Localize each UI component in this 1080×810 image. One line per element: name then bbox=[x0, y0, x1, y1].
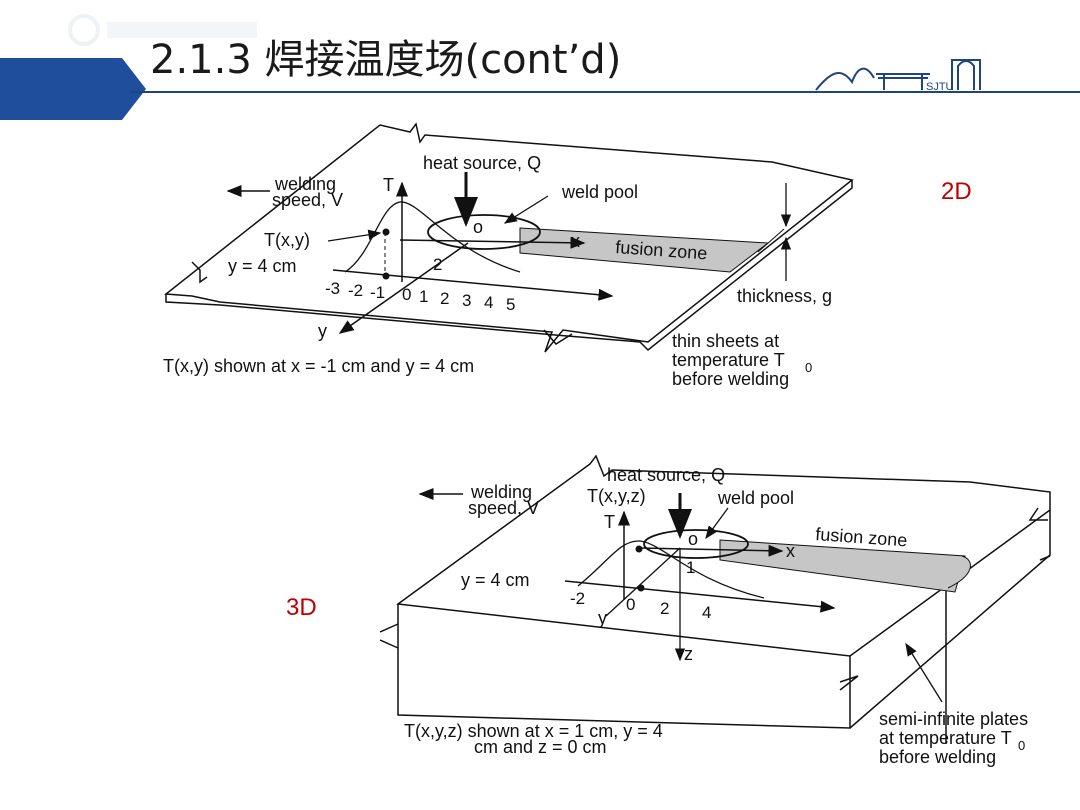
thin-sheets-line2: temperature T bbox=[672, 350, 785, 370]
caption-3d-line2: cm and z = 0 cm bbox=[474, 737, 607, 757]
welding-speed-3d-line1: welding bbox=[470, 482, 532, 502]
t-axis-label-3d: T bbox=[604, 512, 615, 532]
diagram-3d: welding speed, V heat source, Q T(x,y,z)… bbox=[379, 454, 1051, 767]
label-2d: 2D bbox=[941, 178, 972, 205]
thickness-label: thickness, g bbox=[737, 286, 832, 306]
tick-label-2d: -3 bbox=[325, 279, 340, 298]
subscript-0-2d: 0 bbox=[805, 360, 812, 375]
tick-label-2d: 3 bbox=[462, 291, 471, 310]
tick-label-2d: 1 bbox=[419, 287, 428, 306]
y-axis-label-2d: y bbox=[318, 321, 327, 341]
tick-label-2d: -1 bbox=[370, 283, 385, 302]
semi-infinite-line1: semi-infinite plates bbox=[879, 709, 1028, 729]
txyz-label: T(x,y,z) bbox=[587, 486, 646, 506]
semi-infinite-line3: before welding bbox=[879, 747, 996, 767]
point-y4 bbox=[382, 272, 390, 280]
origin-label-2d: o bbox=[473, 217, 483, 237]
title-accent-tab bbox=[0, 58, 146, 120]
weld-pool-label-3d: weld pool bbox=[717, 488, 794, 508]
tick-label-2d: 0 bbox=[402, 285, 411, 304]
welding-speed-2d-line2: speed, V bbox=[272, 190, 343, 210]
university-gate-logo: SJTU bbox=[815, 59, 981, 92]
subscript-0-3d: 0 bbox=[1018, 738, 1025, 753]
welding-speed-2d-line1: welding bbox=[274, 174, 336, 194]
temperature-curve-2d bbox=[344, 201, 521, 273]
y-equals-4cm-label-3d: y = 4 cm bbox=[461, 570, 530, 590]
caption-2d: T(x,y) shown at x = -1 cm and y = 4 cm bbox=[163, 356, 474, 376]
weld-pool-label-2d: weld pool bbox=[561, 182, 638, 202]
faint-logo-watermark bbox=[68, 14, 257, 46]
x-axis-label-3d: x bbox=[786, 541, 795, 561]
tick-label-2d: 2 bbox=[440, 289, 449, 308]
temperature-curve-3d bbox=[577, 540, 765, 599]
title-underline bbox=[130, 91, 1080, 93]
origin-label-3d: o bbox=[688, 529, 698, 549]
heat-source-label-3d: heat source, Q bbox=[607, 465, 725, 485]
tick-label-3d: 4 bbox=[702, 603, 711, 622]
t-axis-label-2d: T bbox=[383, 175, 394, 195]
block-3d bbox=[379, 454, 1051, 744]
fusion-zone-3d bbox=[719, 539, 966, 593]
logo-text: SJTU bbox=[926, 81, 954, 92]
z-axis-label-3d: z bbox=[684, 644, 693, 664]
welding-speed-3d-line2: speed, V bbox=[468, 498, 539, 518]
tick-label-3d: 2 bbox=[660, 599, 669, 618]
point-txyz bbox=[635, 545, 643, 553]
thin-sheets-line1: thin sheets at bbox=[672, 331, 779, 351]
plate-2d bbox=[164, 122, 854, 353]
x-axis-label-2d: x bbox=[571, 231, 580, 251]
tick-1-vertical-3d: 1 bbox=[686, 558, 695, 577]
tick-label-3d: -2 bbox=[570, 589, 585, 608]
label-3d: 3D bbox=[286, 594, 317, 621]
tick-label-2d: -2 bbox=[348, 281, 363, 300]
heat-source-label-2d: heat source, Q bbox=[423, 153, 541, 173]
tick-label-3d: 0 bbox=[626, 595, 635, 614]
weld-pool-3d bbox=[643, 529, 749, 559]
point-y4-3d bbox=[637, 584, 645, 592]
tick-2-vertical-2d: 2 bbox=[433, 255, 442, 274]
point-txy bbox=[382, 228, 390, 236]
fusion-zone-label-3d: fusion zone bbox=[815, 524, 908, 550]
diagram-2d: welding speed, V T heat source, Q weld p… bbox=[163, 122, 854, 389]
thin-sheets-line3: before welding bbox=[672, 369, 789, 389]
tick-label-2d: 5 bbox=[506, 295, 515, 314]
tick-label-2d: 4 bbox=[484, 293, 493, 312]
y-axis-label-3d: y bbox=[598, 608, 607, 628]
y-equals-4cm-label-2d: y = 4 cm bbox=[228, 256, 297, 276]
weld-pool-2d bbox=[427, 214, 541, 250]
txy-label: T(x,y) bbox=[264, 230, 310, 250]
page-title: 2.1.3 焊接温度场(cont’d) bbox=[150, 37, 622, 83]
caption-3d-line1: T(x,y,z) shown at x = 1 cm, y = 4 bbox=[404, 721, 663, 741]
semi-infinite-line2: at temperature T bbox=[879, 728, 1012, 748]
